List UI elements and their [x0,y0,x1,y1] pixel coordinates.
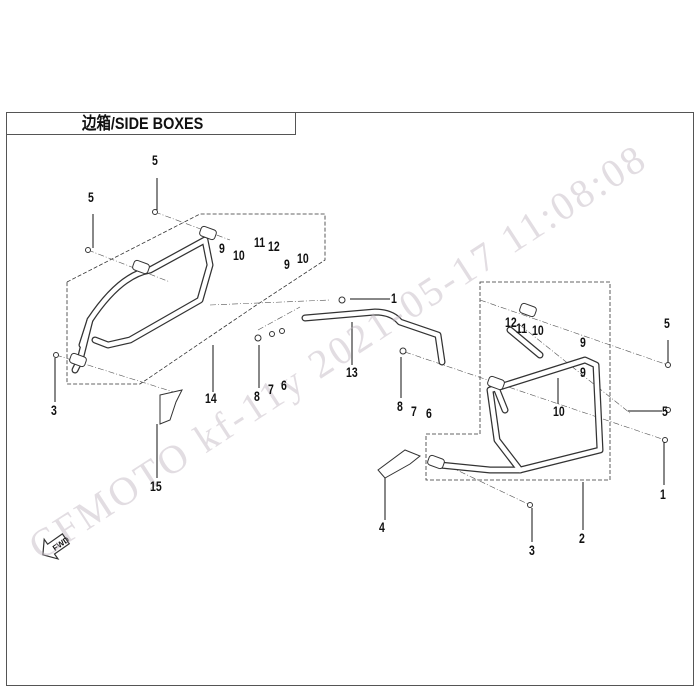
callout-1: 1 [391,290,397,306]
callout-7: 7 [411,403,417,419]
callout-5: 5 [152,152,158,168]
callout-5: 5 [664,315,670,331]
callout-7: 7 [268,381,274,397]
leader-lines [55,211,669,506]
callout-15: 15 [150,478,162,494]
callout-6: 6 [426,405,432,421]
callout-5: 5 [662,403,668,419]
diagram-title: 边箱/SIDE BOXES [82,114,204,133]
title-box: 边箱/SIDE BOXES [6,112,296,135]
callout-13: 13 [346,364,358,380]
callout-10: 10 [553,403,565,419]
callout-9: 9 [219,240,225,256]
callout-10: 10 [532,322,544,338]
boundary-14 [66,213,326,385]
callout-11: 11 [516,320,528,336]
callout-lines [54,178,669,542]
rack-2 [436,326,604,474]
callout-3: 3 [51,402,57,418]
callout-9: 9 [580,364,586,380]
callout-1: 1 [660,486,666,502]
callout-9: 9 [580,334,586,350]
callout-11: 11 [254,234,266,250]
callout-5: 5 [88,189,94,205]
fwd-arrow: FWD [42,533,71,560]
callout-8: 8 [397,398,403,414]
callout-14: 14 [205,390,217,406]
callout-2: 2 [579,530,585,546]
boundary-2 [425,281,611,481]
callout-10: 10 [297,250,309,266]
hardware [53,209,671,508]
diagram-frame [6,112,694,686]
callout-6: 6 [281,377,287,393]
callout-10: 10 [233,247,245,263]
callout-3: 3 [529,542,535,558]
callout-8: 8 [254,388,260,404]
callout-4: 4 [379,519,385,535]
callout-12: 12 [505,314,517,330]
callout-12: 12 [268,238,280,254]
assembly-boundaries [66,213,611,481]
callout-9: 9 [284,256,290,272]
